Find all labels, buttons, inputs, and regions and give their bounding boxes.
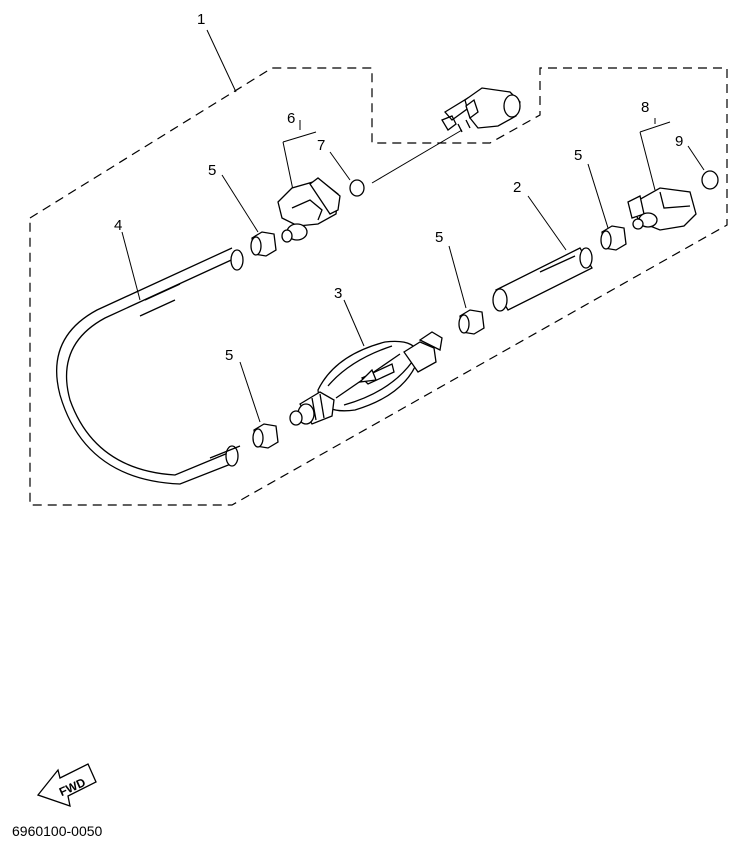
leader-4: [121, 231, 141, 301]
leader-5c: [448, 245, 467, 309]
hose-clip-5a: [250, 231, 277, 257]
fwd-arrow-icon: FWD: [36, 763, 97, 807]
callout-8: 8: [641, 99, 649, 116]
primer-bulb-3: [289, 331, 443, 426]
callout-4: 4: [114, 217, 122, 234]
fuel-hose-4: [56, 247, 244, 485]
callout-9: 9: [675, 133, 683, 150]
leader-6: [282, 120, 317, 191]
callout-7: 7: [317, 137, 325, 154]
leader-5b: [587, 163, 609, 229]
fuel-joint-8: [627, 187, 697, 231]
fuel-joint-6: [277, 177, 341, 243]
callout-6: 6: [287, 110, 295, 127]
hose-clip-5b: [600, 225, 627, 251]
leader-7: [329, 151, 351, 181]
leader-5d: [239, 361, 261, 423]
callout-2: 2: [513, 179, 521, 196]
connector-guide-line: [371, 129, 463, 184]
o-ring-9: [701, 170, 719, 190]
callout-5d: 5: [225, 347, 233, 364]
callout-5b: 5: [574, 147, 582, 164]
callout-1: 1: [197, 11, 205, 28]
o-ring-7: [349, 179, 365, 197]
leader-2: [527, 195, 567, 251]
leader-3: [343, 299, 365, 347]
callout-5c: 5: [435, 229, 443, 246]
engine-connector: [441, 87, 521, 133]
diagram-code: 6960100-0050: [12, 823, 103, 839]
leader-9: [687, 145, 705, 171]
callout-3: 3: [334, 285, 342, 302]
fuel-hose-2: [492, 247, 593, 312]
leader-5a: [221, 174, 259, 233]
leader-1: [206, 29, 237, 93]
hose-clip-5d: [252, 423, 279, 449]
leader-8: [639, 118, 671, 191]
callout-5a: 5: [208, 162, 216, 179]
assembly-boundary: [29, 67, 728, 506]
hose-clip-5c: [458, 309, 485, 335]
